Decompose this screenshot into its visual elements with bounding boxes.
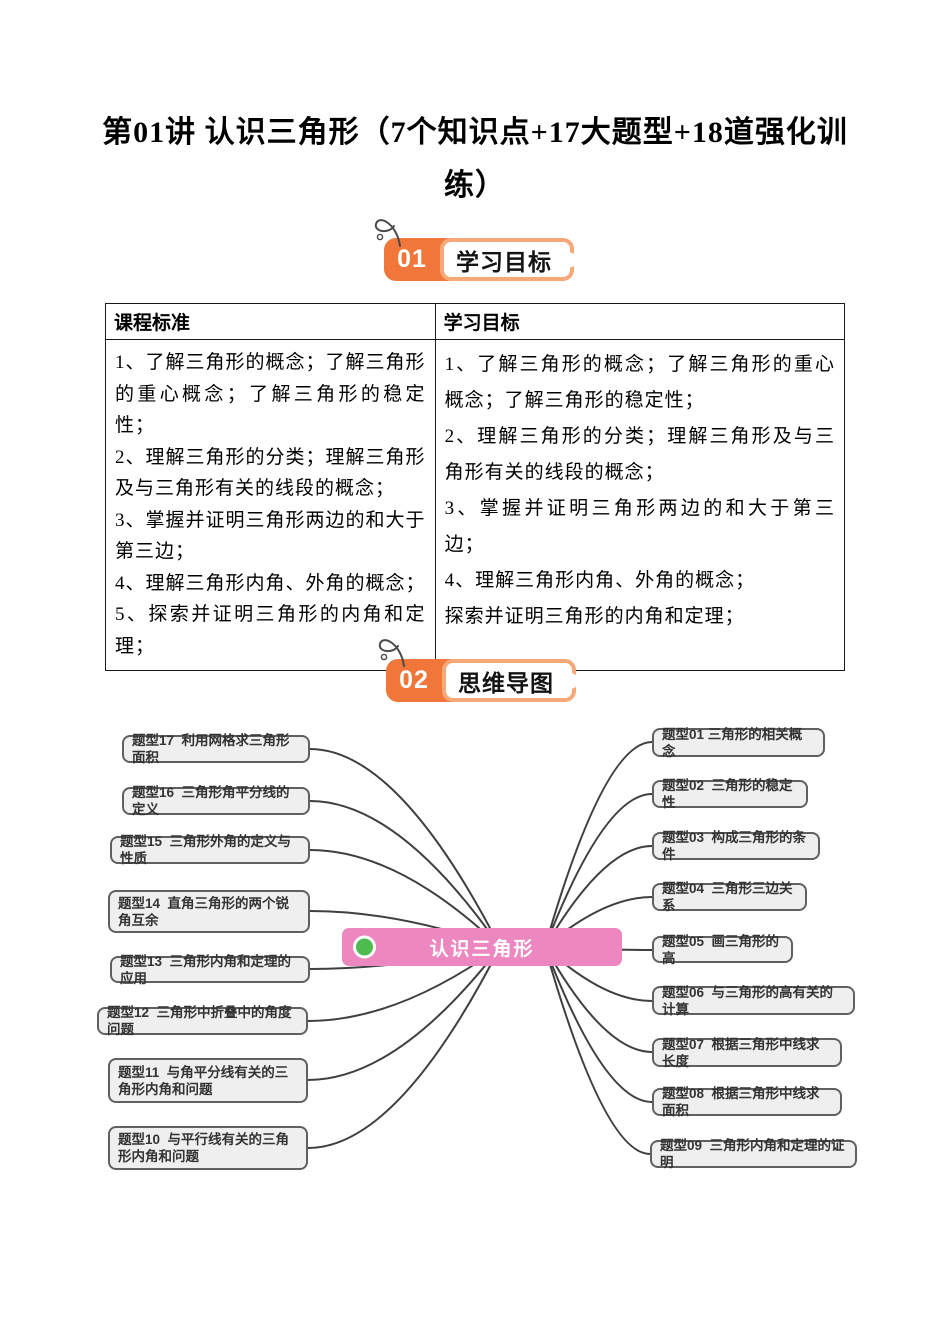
course-standard-item: 2、理解三角形的分类；理解三角形及与三角形有关的线段的概念； bbox=[115, 446, 426, 500]
page-title: 第01讲 认识三角形（7个知识点+17大题型+18道强化训 练） bbox=[40, 106, 910, 212]
mindmap-node-t15: 题型15 三角形外角的定义与性质 bbox=[110, 834, 310, 866]
learning-goal-cell: 1、了解三角形的概念；了解三角形的重心概念；了解三角形的稳定性； 2、理解三角形… bbox=[434, 339, 846, 671]
goals-table: 课程标准 学习目标 1、了解三角形的概念；了解三角形的重心概念；了解三角形的稳定… bbox=[105, 303, 846, 671]
mindmap-node-t10: 题型10 与平行线有关的三角形内角和问题 bbox=[108, 1126, 308, 1170]
course-standard-item: 4、理解三角形内角、外角的概念； bbox=[115, 572, 426, 594]
learning-goal-item: 3、掌握并证明三角形两边的和大于第三边； bbox=[444, 498, 835, 555]
course-standard-cell: 1、了解三角形的概念；了解三角形的重心概念；了解三角形的稳定性； 2、理解三角形… bbox=[105, 339, 436, 671]
mindmap-node-t03: 题型03 构成三角形的条件 bbox=[652, 830, 820, 862]
mindmap-center-node: 认识三角形 bbox=[342, 928, 622, 966]
center-dot-icon bbox=[353, 935, 376, 959]
mindmap-node-t17: 题型17 利用网格求三角形面积 bbox=[122, 733, 310, 765]
section-badge-learning-goals: 01 学习目标 bbox=[384, 238, 576, 281]
col-header-learning-goal: 学习目标 bbox=[434, 303, 846, 340]
mindmap-node-t02: 题型02 三角形的稳定性 bbox=[652, 778, 808, 810]
page-title-line1: 第01讲 认识三角形（7个知识点+17大题型+18道强化训 bbox=[102, 116, 848, 149]
table-header-row: 课程标准 学习目标 bbox=[105, 303, 846, 340]
mindmap-node-t08: 题型08 根据三角形中线求面积 bbox=[652, 1086, 842, 1118]
learning-goal-item: 4、理解三角形内角、外角的概念； bbox=[444, 570, 756, 591]
mindmap-node-t13: 题型13 三角形内角和定理的应用 bbox=[110, 954, 310, 986]
mindmap-node-t12: 题型12 三角形中折叠中的角度问题 bbox=[97, 1005, 308, 1037]
mindmap-node-t11: 题型11 与角平分线有关的三角形内角和问题 bbox=[108, 1058, 308, 1103]
course-standard-item: 5、探索并证明三角形的内角和定理； bbox=[115, 604, 426, 657]
mindmap: 题型17 利用网格求三角形面积 题型16 三角形角平分线的定义 题型15 三角形… bbox=[0, 700, 950, 1210]
badge-notch bbox=[566, 673, 578, 688]
section-number: 02 bbox=[399, 666, 429, 694]
learning-goal-item: 探索并证明三角形的内角和定理； bbox=[444, 606, 745, 627]
mindmap-node-t14: 题型14 直角三角形的两个锐角互余 bbox=[108, 890, 310, 933]
learning-goal-item: 2、理解三角形的分类；理解三角形及与三角形有关的线段的概念； bbox=[444, 426, 835, 483]
page-title-line2: 练） bbox=[444, 169, 506, 202]
section-label: 学习目标 bbox=[440, 238, 576, 281]
section-label: 思维导图 bbox=[442, 659, 578, 702]
mindmap-node-t09: 题型09 三角形内角和定理的证明 bbox=[650, 1138, 857, 1170]
learning-goal-item: 1、了解三角形的概念；了解三角形的重心概念；了解三角形的稳定性； bbox=[444, 354, 835, 411]
mindmap-node-t16: 题型16 三角形角平分线的定义 bbox=[122, 785, 310, 817]
mindmap-node-t04: 题型04 三角形三边关系 bbox=[652, 881, 807, 913]
mindmap-node-t01: 题型01 三角形的相关概念 bbox=[652, 727, 825, 759]
table-body-row: 1、了解三角形的概念；了解三角形的重心概念；了解三角形的稳定性； 2、理解三角形… bbox=[105, 339, 846, 671]
section-badge-mindmap: 02 思维导图 bbox=[386, 659, 578, 702]
mindmap-center-label: 认识三角形 bbox=[429, 938, 535, 960]
course-standard-item: 3、掌握并证明三角形两边的和大于第三边； bbox=[115, 509, 426, 563]
mindmap-node-t06: 题型06 与三角形的高有关的计算 bbox=[652, 985, 855, 1017]
mindmap-node-t07: 题型07 根据三角形中线求长度 bbox=[652, 1037, 842, 1069]
badge-notch bbox=[564, 252, 576, 267]
section-number: 01 bbox=[397, 245, 427, 273]
course-standard-item: 1、了解三角形的概念；了解三角形的重心概念；了解三角形的稳定性； bbox=[115, 352, 426, 436]
col-header-course-standard: 课程标准 bbox=[105, 303, 436, 340]
mindmap-node-t05: 题型05 画三角形的高 bbox=[652, 934, 793, 966]
